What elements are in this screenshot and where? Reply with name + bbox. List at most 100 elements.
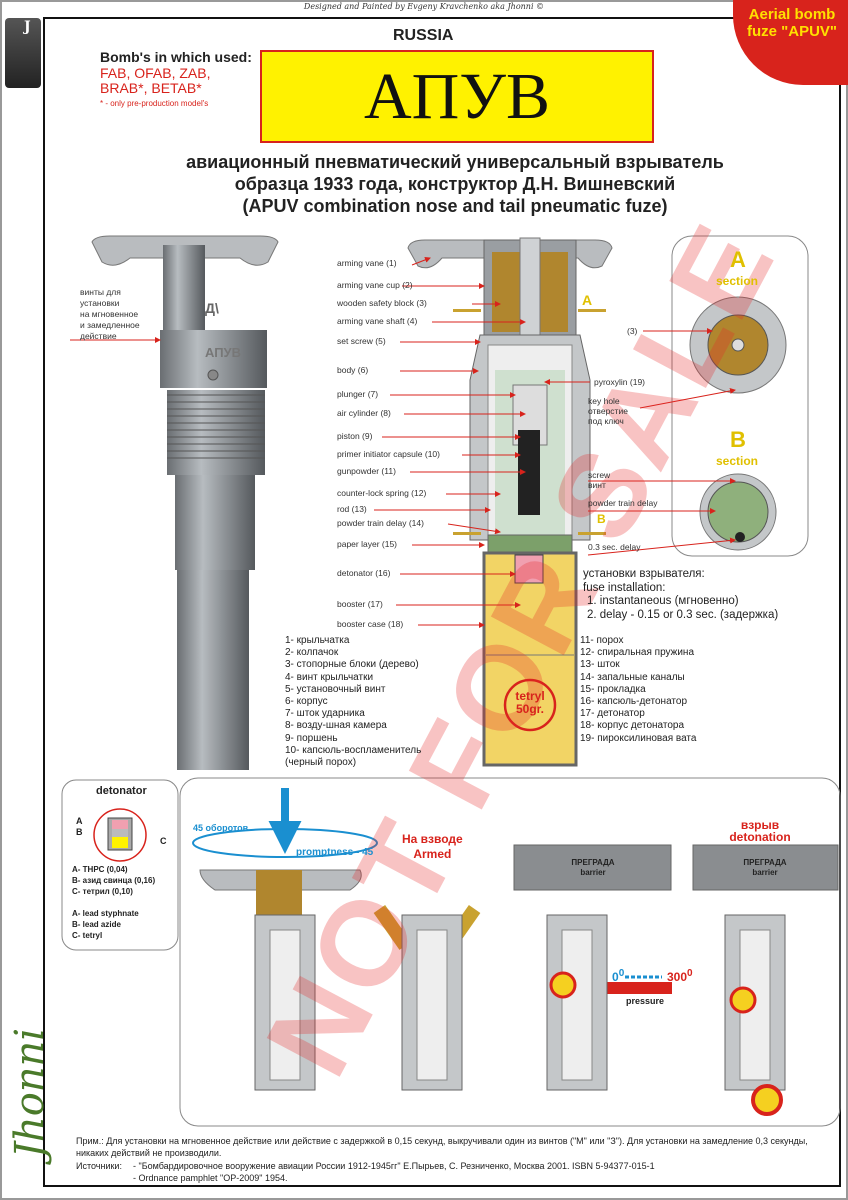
sections-panel [587, 235, 809, 557]
part-label: booster case (18) [337, 619, 404, 629]
source-2: - Ordnance pamphlet "OP-2009" 1954. [133, 1173, 288, 1183]
barrier-ru: ПРЕГРАДА [571, 858, 615, 867]
bombs-list: FAB, OFAB, ZAB, BRAB*, BETAB* [100, 65, 211, 96]
legend-item: B- lead azide [72, 920, 121, 929]
keyhole-line: отверстие [588, 406, 628, 416]
tetryl-line: 50gr. [515, 702, 545, 716]
detonator-title: detonator [96, 785, 147, 797]
promptness-label: promptness - 45 [296, 847, 374, 858]
part-label: primer initiator capsule (10) [337, 449, 440, 459]
barrier-en: barrier [752, 868, 778, 877]
screws-note-line: винты для [80, 287, 121, 297]
barrier-ru: ПРЕГРАДА [743, 858, 787, 867]
part-label: rod (13) [337, 504, 367, 514]
detonation-en: detonation [729, 830, 791, 844]
sources-label: Источники: [76, 1161, 122, 1171]
part-label: air cylinder (8) [337, 408, 391, 418]
installation-item: 1. instantaneous (мгновенно) [587, 595, 739, 607]
section-b-word: section [716, 454, 759, 468]
turns-label: 45 оборотов [193, 823, 249, 833]
list-item: 9- поршень [285, 732, 338, 744]
marker-a: A [582, 292, 593, 308]
deg0: 0 [612, 970, 619, 984]
legend-item: A- THPC (0,04) [72, 865, 128, 874]
list-item: 11- порох [580, 635, 624, 646]
bombs-note: * - only pre-production model's [100, 99, 209, 108]
country-label: RUSSIA [393, 27, 454, 44]
signature: Jhonni [7, 1027, 54, 1159]
legend-item: C- тетрил (0,10) [72, 887, 133, 896]
list-item: 16- капсюль-детонатор [580, 696, 688, 708]
badge-line2: fuze "APUV" [746, 23, 838, 40]
label-3: (3) [627, 326, 638, 336]
legend-item: B- азид свинца (0,16) [72, 876, 156, 885]
sequence-panel [179, 777, 841, 1127]
list-item: 7- шток ударника [285, 708, 365, 720]
powder-train-label: powder train delay [588, 498, 658, 508]
external-fuze-view [70, 235, 279, 770]
part-label: piston (9) [337, 431, 373, 441]
cross-section-fuze [374, 237, 613, 767]
list-item: 6- корпус [285, 696, 328, 708]
fuse-installation: установки взрывателя:fuse installation:1… [583, 568, 778, 622]
part-label: powder train delay (14) [337, 518, 424, 528]
installation-heading: fuse installation: [583, 581, 666, 594]
deg-sup: 0 [687, 968, 693, 979]
detonator-legend: A- THPC (0,04) B- азид свинца (0,16) C- те… [72, 864, 155, 941]
list-item: 19- пироксилиновая вата [580, 732, 697, 744]
fuze-mark: АПУВ [205, 345, 242, 360]
list-item: 1- крыльчатка [285, 635, 350, 646]
screws-note-line: действие [80, 331, 117, 341]
list-item: 2- колпачок [285, 647, 339, 659]
detonation-ru: взрыв [740, 818, 780, 832]
keyhole-line: под ключ [588, 416, 624, 426]
part-label: set screw (5) [337, 336, 386, 346]
list-item: 10- капсюль-воспламенитель [285, 744, 422, 756]
deg-sup: 0 [618, 968, 625, 979]
screw-line: screw [588, 470, 611, 480]
part-label: paper layer (15) [337, 539, 398, 549]
photo-letter: J [24, 19, 31, 35]
part-label: arming vane cup (2) [337, 280, 413, 290]
pressure-label: pressure [626, 996, 665, 1006]
installation-item: 2. delay - 0.15 or 0.3 sec. (задержка) [587, 608, 779, 621]
section-a-letter: A [730, 247, 746, 272]
armed-en: Armed [413, 847, 452, 861]
armed-ru: На взводе [402, 832, 463, 846]
subtitle-line1: авиационный пневматический универсальный… [186, 152, 724, 172]
barrier-en: barrier [580, 868, 606, 877]
part-label: counter-lock spring (12) [337, 488, 427, 498]
installation-heading: установки взрывателя: [583, 568, 705, 580]
list-item: 18- корпус детонатора [580, 720, 685, 732]
badge-line1: Aerial bomb [748, 6, 836, 23]
list-item: 12- спиральная пружина [580, 647, 695, 659]
page-title: АПУВ [363, 59, 551, 133]
screws-note-line: на мгновенное [80, 309, 139, 319]
list-item: (черный порох) [285, 757, 357, 769]
delay-label: 0.3 sec. delay [588, 542, 641, 552]
detonator-c: C [160, 836, 167, 846]
legend-item: C- tetryl [72, 931, 103, 940]
fuze-mark: Д\ [205, 300, 219, 316]
detonator-b: B [76, 827, 83, 837]
content-frame [43, 17, 841, 1187]
part-label: gunpowder (11) [337, 466, 396, 476]
author-photo [5, 18, 41, 88]
list-item: 13- шток [580, 659, 620, 671]
list-item: 4- винт крыльчатки [285, 671, 374, 683]
keyhole-line: key hole [588, 396, 620, 406]
part-label: arming vane (1) [337, 258, 397, 268]
part-label: plunger (7) [337, 389, 379, 399]
detonator-a: A [76, 816, 83, 826]
